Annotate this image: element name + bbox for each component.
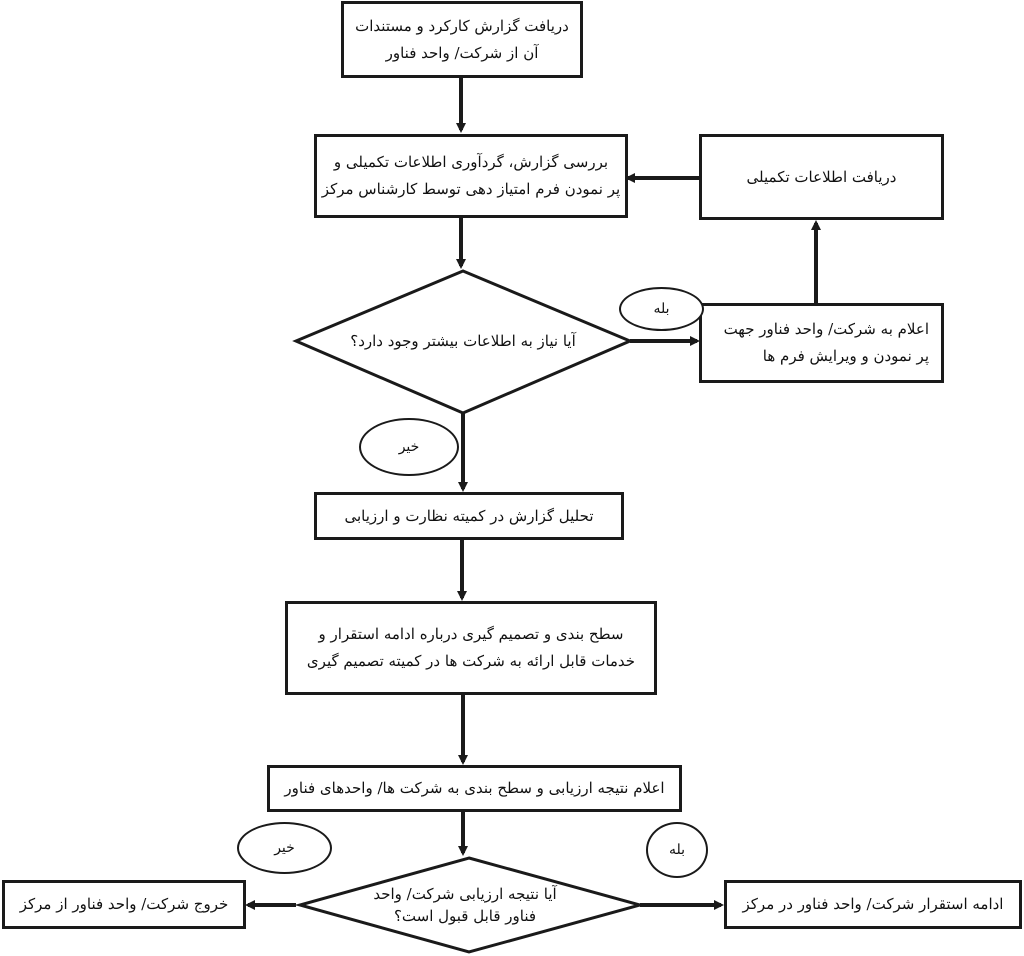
review-report-box: بررسی گزارش، گردآوری اطلاعات تکمیلی و پر… xyxy=(314,134,628,218)
analyze-committee-label: تحلیل گزارش در کمیته نظارت و ارزیابی xyxy=(344,506,594,525)
need-info-diamond xyxy=(292,269,634,415)
no-label-oval-2: خیر xyxy=(237,822,332,874)
level-decision-box: سطح بندی و تصمیم گیری درباره ادامه استقر… xyxy=(285,601,657,695)
receive-report-box: دریافت گزارش کارکرد و مستندات آن از شرکت… xyxy=(341,1,583,78)
announce-result-box: اعلام نتیجه ارزیابی و سطح بندی به شرکت ه… xyxy=(267,765,682,812)
receive-extra-info-box: دریافت اطلاعات تکمیلی xyxy=(699,134,944,220)
receive-report-line-2: آن از شرکت/ واحد فناور xyxy=(385,43,539,62)
announce-result-label: اعلام نتیجه ارزیابی و سطح بندی به شرکت ه… xyxy=(284,779,665,797)
yes-label-oval-1: بله xyxy=(619,287,704,331)
review-report-line-2: پر نمودن فرم امتیاز دهی توسط کارشناس مرک… xyxy=(321,180,621,198)
continue-company-box: ادامه استقرار شرکت/ واحد فناور در مرکز xyxy=(724,880,1022,929)
receive-extra-info-label: دریافت اطلاعات تکمیلی xyxy=(746,167,897,186)
level-decision-line-1: سطح بندی و تصمیم گیری درباره ادامه استقر… xyxy=(318,625,624,643)
continue-company-label: ادامه استقرار شرکت/ واحد فناور در مرکز xyxy=(742,895,1004,913)
acceptable-diamond xyxy=(294,856,646,954)
level-decision-line-2: خدمات قابل ارائه به شرکت ها در کمیته تصم… xyxy=(306,652,636,670)
yes-label-oval-2: بله xyxy=(646,822,708,878)
notify-company-line-1: اعلام به شرکت/ واحد فناور جهت xyxy=(723,320,929,338)
analyze-committee-box: تحلیل گزارش در کمیته نظارت و ارزیابی xyxy=(314,492,624,540)
acceptable-question: آیا نتیجه ارزیابی شرکت/ واحد فناور قابل … xyxy=(373,885,557,925)
receive-report-line-1: دریافت گزارش کارکرد و مستندات xyxy=(355,16,569,35)
exit-company-box: خروج شرکت/ واحد فناور از مرکز xyxy=(2,880,246,929)
notify-company-line-2: پر نمودن و ویرایش فرم ها xyxy=(762,347,929,365)
review-report-line-1: بررسی گزارش، گردآوری اطلاعات تکمیلی و xyxy=(333,153,609,171)
no-label-oval-1: خیر xyxy=(359,418,459,476)
notify-company-box: اعلام به شرکت/ واحد فناور جهت پر نمودن و… xyxy=(699,303,944,383)
exit-company-label: خروج شرکت/ واحد فناور از مرکز xyxy=(19,895,229,913)
need-info-question: آیا نیاز به اطلاعات بیشتر وجود دارد؟ xyxy=(350,332,576,350)
